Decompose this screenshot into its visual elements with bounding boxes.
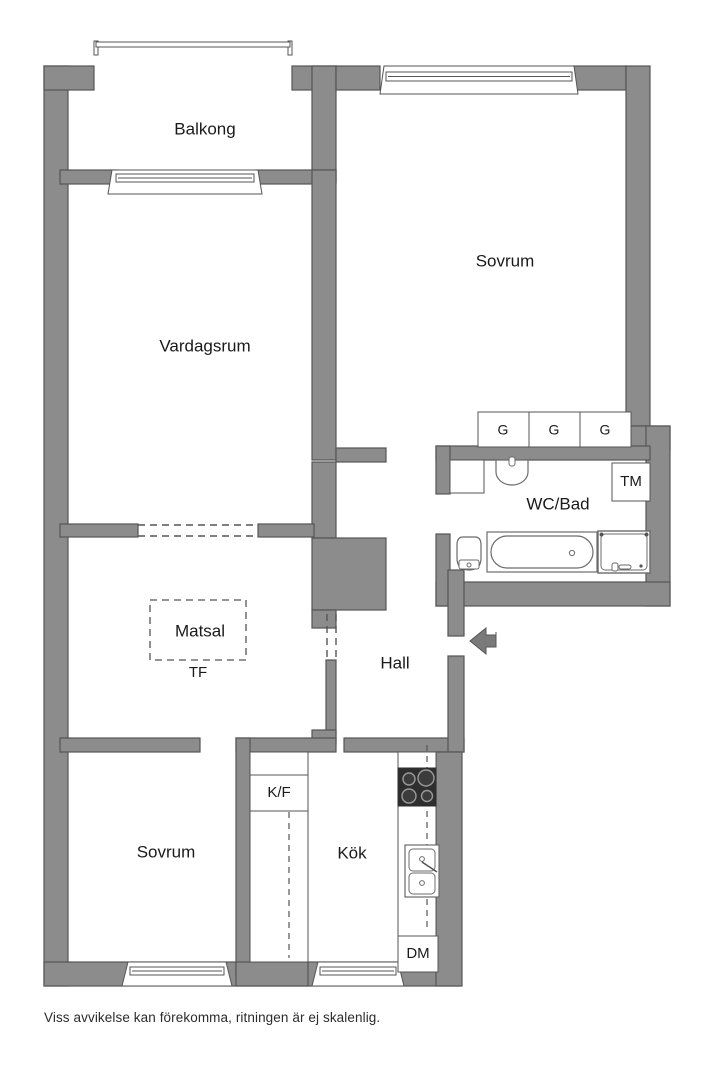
walls-group <box>43 65 671 987</box>
wall-vardagsrum-matsal-right <box>257 523 315 538</box>
wall-hall-right <box>447 655 465 753</box>
bathtub-icon <box>486 531 598 573</box>
fixture-label-tm: TM <box>620 473 642 490</box>
window-kok <box>311 961 405 987</box>
window-sovrum-bottom <box>121 961 233 987</box>
wall-balkong-top-left <box>43 65 95 91</box>
wardrobe-box-2 <box>528 411 581 448</box>
wall-kf-bottom <box>235 961 309 987</box>
wardrobe-label-2: G <box>549 422 560 438</box>
wall-matsal-right-thick <box>311 537 387 611</box>
bath-niche-cabinet <box>449 459 485 494</box>
wall-kok-right-outer <box>435 751 463 987</box>
fixture-label-kf: K/F <box>267 784 290 801</box>
wall-matsal-kf <box>235 737 337 753</box>
wall-sovrum-top-left <box>335 65 381 91</box>
wall-sovrum-top-right <box>573 65 627 91</box>
wall-matsal-sovrum <box>59 737 201 753</box>
window-sovrum-top <box>379 65 579 95</box>
wardrobe-box-1 <box>477 411 530 448</box>
room-label-hall: Hall <box>380 653 409 672</box>
wall-bath-bottom-outer <box>435 581 671 607</box>
wall-kok-top <box>343 737 465 753</box>
wall-balkong-bottom-left <box>59 169 119 185</box>
dishwasher-box <box>397 935 439 973</box>
fixture-labels-group: TF K/F DM TM <box>189 473 642 962</box>
wall-sovrum-right-outer <box>625 65 651 427</box>
wall-matsal-right-lower <box>311 609 337 629</box>
wall-bath-left-upper <box>435 445 451 495</box>
wall-vardagsrum-right-jog-top <box>335 447 387 463</box>
wardrobe-labels-group: G G G <box>498 422 611 438</box>
bathroom-fixtures-group <box>449 411 651 574</box>
windows-group <box>93 40 579 987</box>
wall-vardagsrum-right-lower <box>311 461 337 539</box>
wall-entry-upper <box>447 569 465 637</box>
kitchen-fixtures-group <box>249 745 440 973</box>
room-label-sovrum-bottom: Sovrum <box>137 842 196 861</box>
wall-vardagsrum-matsal-left <box>59 523 139 538</box>
room-label-balkong: Balkong <box>174 119 235 138</box>
fridge-freezer-run <box>249 810 309 963</box>
fixture-label-dm: DM <box>406 945 429 962</box>
kitchen-sink-icon <box>404 844 440 898</box>
wardrobe-label-1: G <box>498 422 509 438</box>
washbasin-icon <box>495 456 529 486</box>
wall-vardagsrum-right <box>311 169 337 461</box>
room-label-sovrum-top: Sovrum <box>476 251 535 270</box>
stove-cooktop-icon <box>397 767 437 807</box>
fridge-freezer-box <box>249 774 309 812</box>
room-label-vardagsrum: Vardagsrum <box>159 336 250 355</box>
washing-machine-box <box>611 462 651 502</box>
fixture-label-tf: TF <box>189 664 207 681</box>
dining-table-marker <box>149 599 247 661</box>
wall-kf-left <box>235 737 251 977</box>
room-labels-group: Balkong Vardagsrum Sovrum Matsal WC/Bad … <box>137 119 590 862</box>
wardrobe-label-3: G <box>600 422 611 438</box>
wall-sovrum-bath-divider <box>435 445 651 461</box>
wardrobe-box-3 <box>579 411 632 448</box>
wall-hall-left-lower <box>325 659 337 739</box>
door-openings-group <box>138 524 337 658</box>
wall-balkong-right <box>311 65 337 183</box>
room-label-wcbad: WC/Bad <box>526 494 589 513</box>
disclaimer-text: Viss avvikelse kan förekomma, ritningen … <box>44 1010 381 1025</box>
shower-enclosure-icon <box>597 530 651 574</box>
window-balkong-door <box>107 169 263 195</box>
toilet-icon <box>456 536 482 571</box>
entrance-door-arrow <box>469 626 497 656</box>
room-label-kok: Kök <box>337 843 367 862</box>
room-label-matsal: Matsal <box>175 621 225 640</box>
fridge-freezer-top-strip <box>249 751 309 776</box>
balcony-railing-icon <box>93 40 293 56</box>
